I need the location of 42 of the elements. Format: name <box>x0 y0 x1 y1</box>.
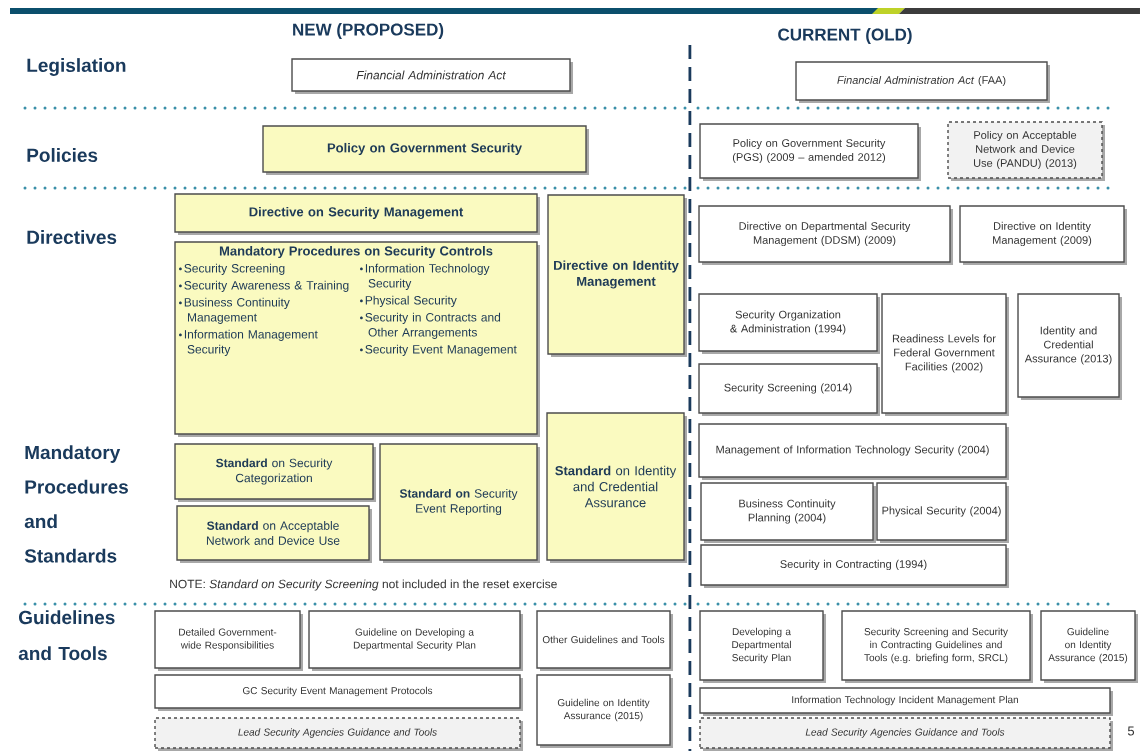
current-box: Directive on Identity Management (2009) <box>959 205 1127 265</box>
proposed-box: Policy on Government Security <box>262 125 589 175</box>
current-box: Guideline on Developing a Departmental Security Plan <box>308 610 523 671</box>
proposed-box: Standard on Acceptable Network and Device Use <box>176 505 372 563</box>
current-box: Directive on Departmental Security Management (DDSM) (2009) <box>698 205 953 265</box>
note: NOTE: Standard on Security Screening not included in the reset exercise <box>170 579 557 591</box>
current-box: Security in Contracting (1994) <box>700 544 1009 588</box>
dashed-box: Policy on Acceptable Network and Device Use (PANDU) (2013) <box>947 121 1105 181</box>
current-box: Financial Administration Act <box>291 58 573 94</box>
row-heading: Guidelines and Tools <box>18 610 115 661</box>
current-box: Management of Information Technology Security (2004) <box>698 423 1009 480</box>
page-number: 5 <box>1127 726 1135 736</box>
current-box: GC Security Event Management Protocols <box>154 674 523 711</box>
current-box: Physical Security (2004) <box>876 482 1009 543</box>
current-box: Guideline on Identity Assurance (2015) <box>536 674 673 748</box>
current-box: Guideline on Identity Assurance (2015) <box>1040 610 1138 683</box>
row-heading: Legislation <box>27 58 126 76</box>
proposed-box: Standard on Security Event Reporting <box>379 443 540 563</box>
row-heading: Directives <box>27 230 117 244</box>
row-heading: Policies <box>27 148 98 162</box>
dashed-box: Lead Security Agencies Guidance and Tools <box>154 717 523 751</box>
current-box: Security Screening and Security in Contracting Guidelines and Tools (e.g. briefing form, SRCL) <box>841 610 1033 683</box>
current-box: Identity and Credential Assurance (2013) <box>1017 293 1122 400</box>
proposed-box: Directive on Identity Management <box>547 194 687 357</box>
current-box: Other Guidelines and Tools <box>536 610 673 671</box>
proposed-box: Directive on Security Management <box>174 193 540 235</box>
column-heading: CURRENT (OLD) <box>778 28 912 44</box>
dashed-box: Lead Security Agencies Guidance and Tools <box>699 717 1113 751</box>
row-heading: Mandatory Procedures and Standards <box>24 445 128 563</box>
current-box: Security Screening (2014) <box>698 363 880 416</box>
current-box: Detailed Government-wide Responsibilities <box>154 610 303 671</box>
current-box: Business Continuity Planning (2004) <box>700 482 876 543</box>
proposed-box: Mandatory Procedures on Security Controls Security Screening Security Awareness & Training Business Continuity Management Information Management Security Information Technology Security Physical Security Security in Contracts and Other Arrangements Security Event Management <box>174 241 540 437</box>
current-box: Information Technology Incident Management Plan <box>699 687 1113 716</box>
current-box: Policy on Government Security (PGS) (2009 – amended 2012) <box>699 123 921 181</box>
current-box: Developing a Departmental Security Plan <box>699 610 826 683</box>
proposed-box: Standard on Security Categorization <box>174 443 376 502</box>
current-box: Security Organization & Administration (1994) <box>698 293 880 354</box>
current-box: Financial Administration Act (FAA) <box>795 61 1050 103</box>
column-heading: NEW (PROPOSED) <box>293 23 444 39</box>
current-box: Readiness Levels for Federal Government Facilities (2002) <box>881 293 1009 416</box>
proposed-box: Standard on Identity and Credential Assurance <box>546 412 687 563</box>
